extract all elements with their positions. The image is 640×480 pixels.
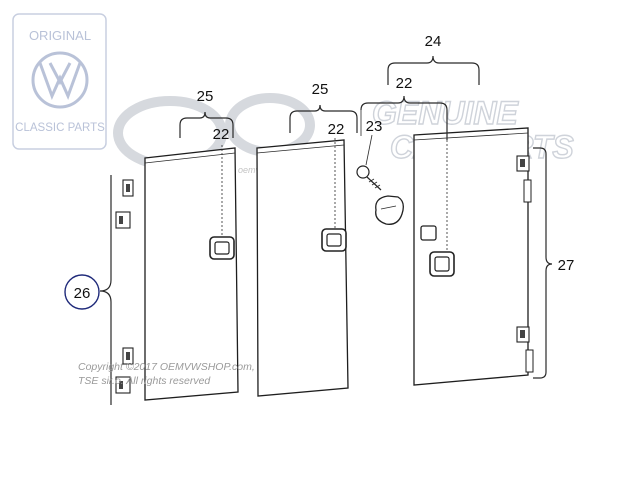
retainer-clip-part-23 — [375, 195, 404, 225]
left-hinge-group — [115, 179, 134, 394]
copyright-line-1: Copyright ©2017 OEMVWSHOP.com, — [78, 361, 255, 373]
small-cover-plate — [420, 225, 437, 241]
bracket-22-right — [360, 95, 448, 140]
callout-22-left: 22 — [213, 126, 230, 143]
bracket-26 — [99, 175, 112, 405]
callout-22-right: 22 — [396, 75, 413, 92]
side-panel-middle — [256, 139, 349, 397]
callout-25-right: 25 — [312, 81, 329, 98]
side-panel-right — [413, 127, 529, 386]
callout-26-circled: 26 — [64, 274, 100, 310]
leader-23 — [365, 134, 373, 166]
callout-27: 27 — [558, 257, 575, 274]
original-classic-parts-badge: ORIGINAL CLASSIC PARTS — [12, 13, 107, 150]
panel-handle-left — [209, 236, 235, 260]
right-hinge-group — [516, 155, 534, 373]
callout-24: 24 — [425, 33, 442, 50]
callout-25-left: 25 — [197, 88, 214, 105]
bracket-25-left — [179, 111, 234, 138]
callout-26: 26 — [74, 285, 91, 302]
callout-23: 23 — [366, 118, 383, 135]
badge-bottom-text: CLASSIC PARTS — [15, 122, 105, 134]
bracket-24 — [387, 55, 480, 85]
badge-top-text: ORIGINAL — [29, 28, 91, 43]
panel-handle-right — [429, 251, 455, 277]
vw-logo-icon — [31, 51, 89, 109]
screw-part-23 — [356, 165, 382, 191]
copyright-line-2: TSE sir.o. All rights reserved — [78, 375, 211, 387]
watermark-genuine: GENUINE — [372, 95, 519, 131]
side-panel-left — [144, 147, 239, 401]
panel-handle-middle — [321, 228, 347, 252]
bracket-27 — [533, 147, 553, 379]
callout-22-middle: 22 — [328, 121, 345, 138]
bracket-25-right — [289, 104, 358, 133]
